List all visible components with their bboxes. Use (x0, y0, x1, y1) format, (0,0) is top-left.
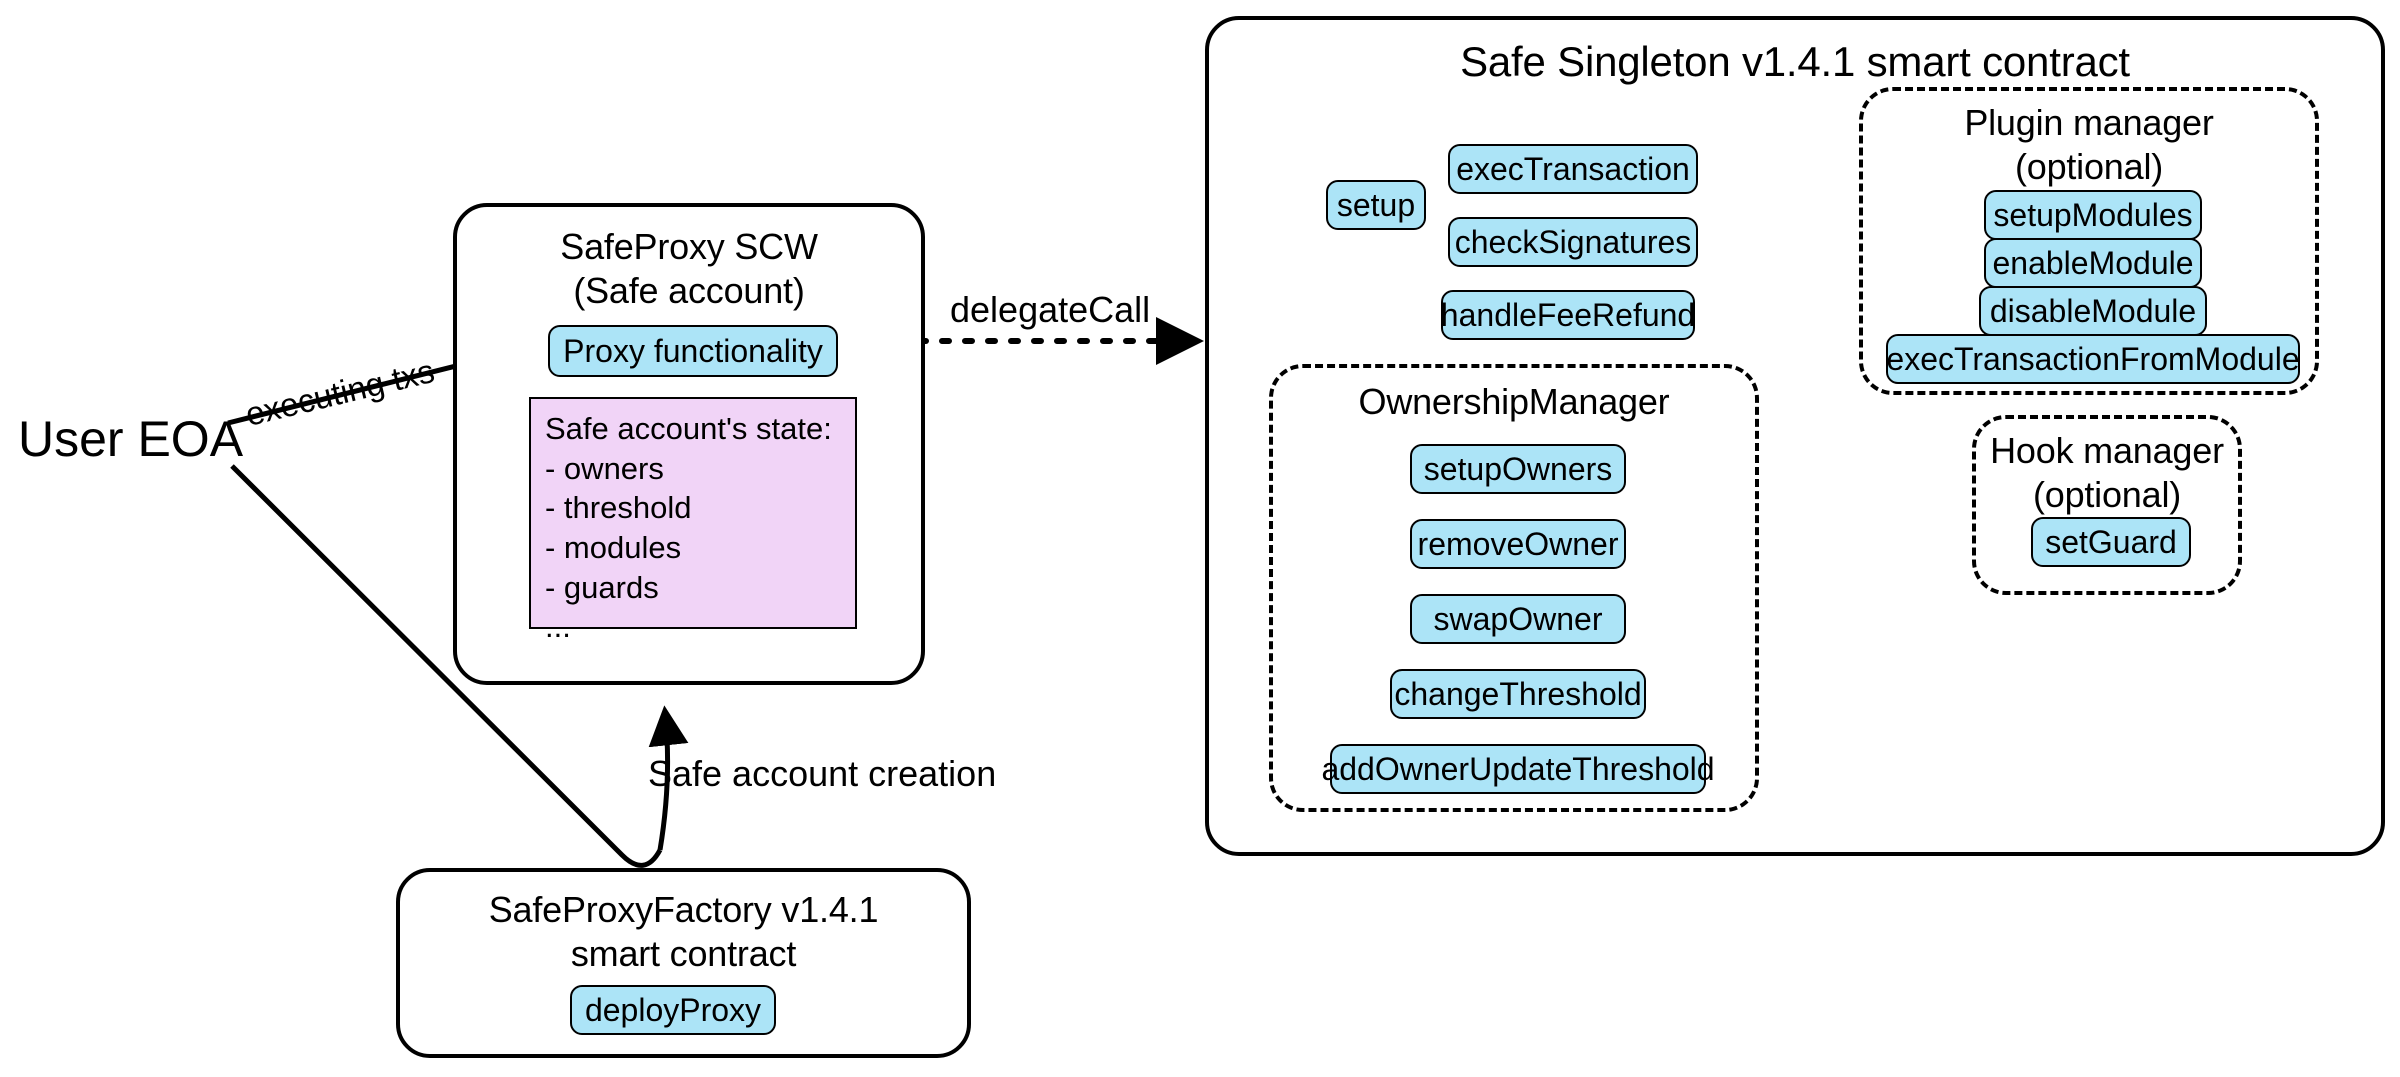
pill-swap-owner[interactable]: swapOwner (1410, 594, 1626, 644)
pill-remove-owner[interactable]: removeOwner (1410, 519, 1626, 569)
safe-proxy-scw-title: SafeProxy SCW (Safe account) (560, 226, 818, 311)
pill-add-owner-update-threshold[interactable]: addOwnerUpdateThreshold (1321, 744, 1715, 794)
edge-label-delegate-call: delegateCall (950, 289, 1151, 330)
safe-account-state-box: Safe account's state: - owners - thresho… (529, 397, 857, 644)
pill-handle-fee-refund[interactable]: handleFeeRefund (1441, 290, 1695, 340)
actor-user-eoa: User EOA (18, 411, 244, 467)
plugin-manager-box: Plugin manager (optional) setupModules e… (1859, 87, 2319, 395)
pill-set-guard[interactable]: setGuard (2031, 517, 2191, 567)
pill-enable-module[interactable]: enableModule (1984, 238, 2202, 288)
pill-exec-transaction-from-module[interactable]: execTransactionFromModule (1886, 334, 2300, 384)
hook-manager-title: Hook manager (optional) (1990, 430, 2224, 515)
edge-label-safe-account-creation: Safe account creation (648, 753, 997, 794)
hook-manager-box: Hook manager (optional) setGuard (1972, 415, 2242, 595)
pill-change-threshold[interactable]: changeThreshold (1390, 669, 1646, 719)
safe-proxy-scw-box: SafeProxy SCW (Safe account) Proxy funct… (453, 203, 925, 685)
plugin-manager-title: Plugin manager (optional) (1964, 102, 2214, 187)
pill-deploy-proxy[interactable]: deployProxy (570, 985, 776, 1035)
safe-proxy-factory-title: SafeProxyFactory v1.4.1 smart contract (488, 889, 879, 974)
pill-setup[interactable]: setup (1326, 180, 1426, 230)
ownership-manager-box: OwnershipManager setupOwners removeOwner… (1269, 364, 1759, 812)
safe-singleton-title: Safe Singleton v1.4.1 smart contract (1460, 38, 2130, 85)
pill-check-signatures[interactable]: checkSignatures (1448, 217, 1698, 267)
edge-label-executing-txs: executing txs (241, 352, 438, 433)
pill-disable-module[interactable]: disableModule (1979, 286, 2207, 336)
pill-exec-transaction[interactable]: execTransaction (1448, 144, 1698, 194)
pill-setup-modules[interactable]: setupModules (1984, 190, 2202, 240)
safe-proxy-factory-box: SafeProxyFactory v1.4.1 smart contract d… (396, 868, 971, 1058)
ownership-manager-title: OwnershipManager (1358, 381, 1670, 422)
pill-proxy-functionality[interactable]: Proxy functionality (548, 325, 838, 377)
pill-setup-owners[interactable]: setupOwners (1410, 444, 1626, 494)
safe-singleton-box: Safe Singleton v1.4.1 smart contract set… (1205, 16, 2385, 856)
